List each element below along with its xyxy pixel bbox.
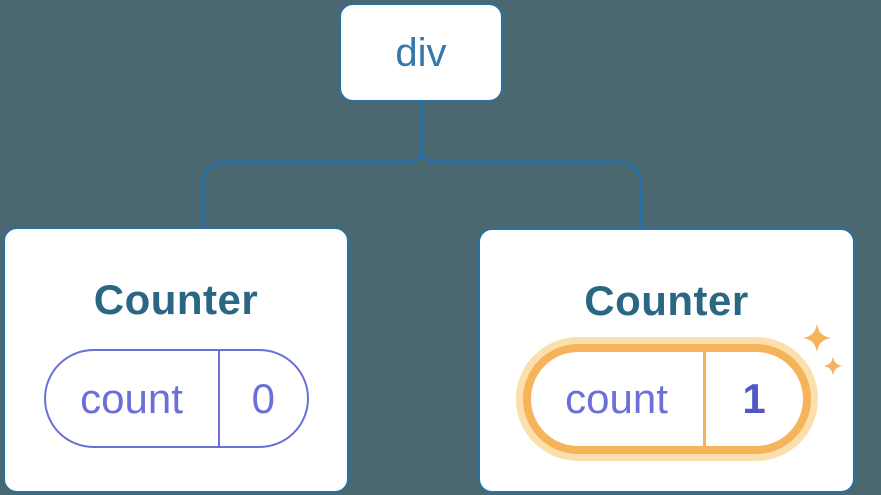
state-value: 0 [251,374,275,422]
root-node: div [339,3,503,102]
sparkle-icon-large [803,324,831,352]
state-pill-highlighted: count 1 [522,344,811,454]
root-node-label: div [395,30,447,75]
counter-title: Counter [584,277,749,324]
state-value: 1 [742,375,766,422]
counter-card-left: Counter count 0 [3,227,349,493]
state-key-label: count [565,375,668,422]
sparkles-icon [803,324,843,376]
counter-card-right: Counter count 1 [478,228,855,493]
state-pill: count 0 [43,349,309,448]
pill-divider [217,351,220,446]
counter-title: Counter [93,276,259,323]
connector-right-branch [420,102,643,230]
connector-left-branch [201,102,424,229]
pill-divider [702,352,706,446]
sparkle-icon-small [823,356,843,376]
state-key-label: count [80,374,183,422]
